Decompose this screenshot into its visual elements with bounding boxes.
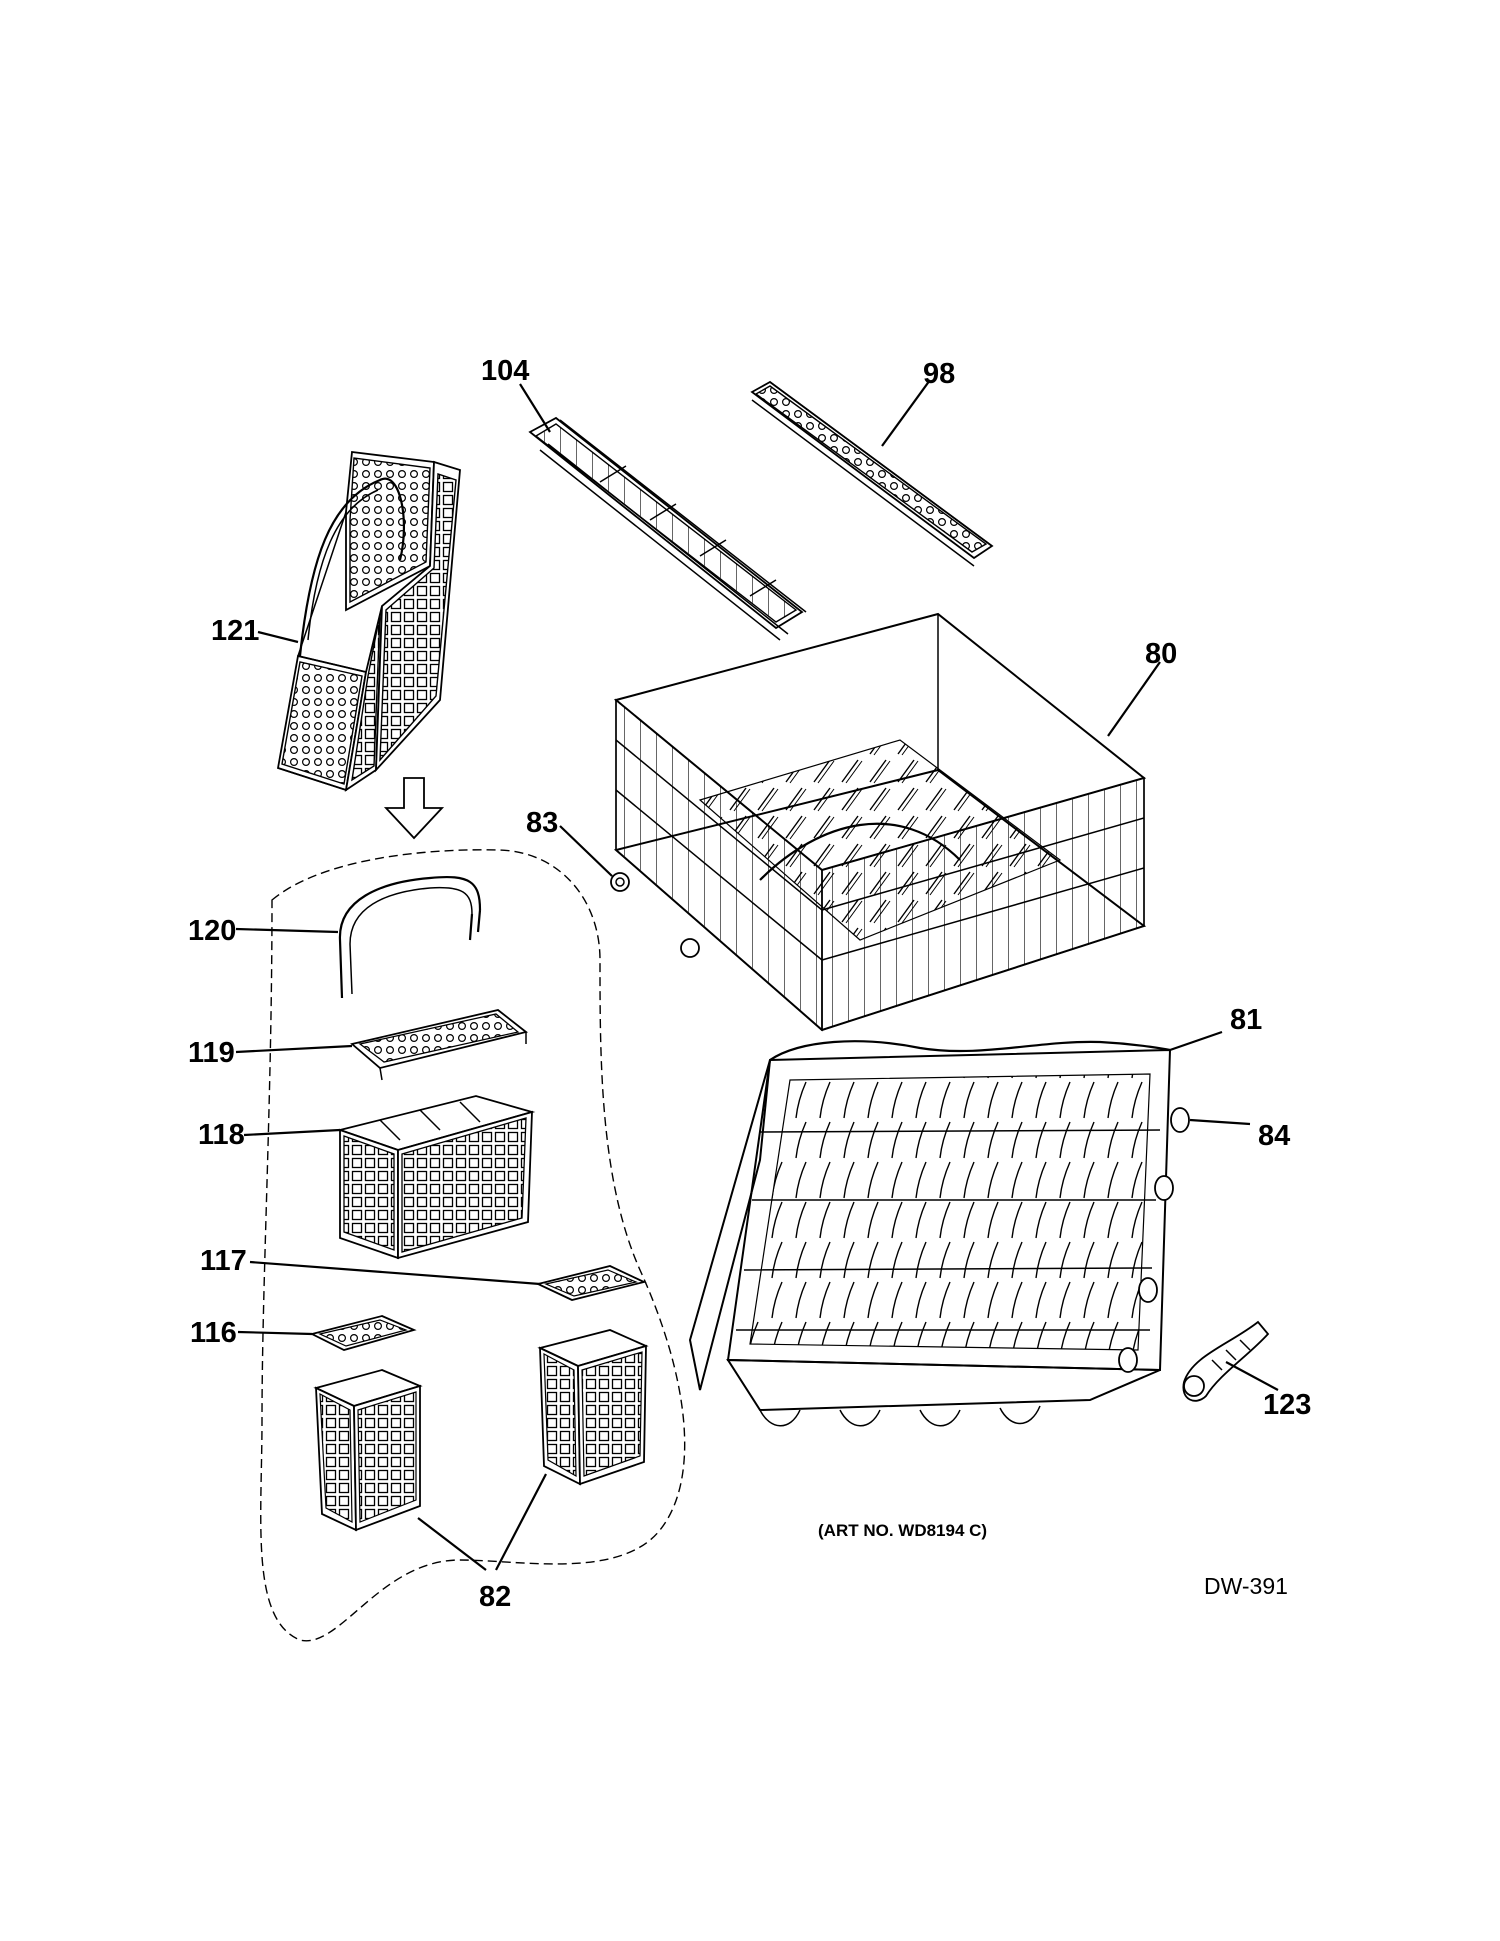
arrow-down-icon xyxy=(383,777,445,840)
art-number: (ART NO. WD8194 C) xyxy=(818,1521,987,1540)
leader-84 xyxy=(1189,1118,1251,1126)
callout-104: 104 xyxy=(481,355,529,387)
leader-118 xyxy=(243,1128,341,1137)
document-code: DW-391 xyxy=(1204,1573,1288,1599)
small-basket-part-82-left xyxy=(313,1369,423,1532)
leader-98 xyxy=(881,379,931,447)
leader-82-right xyxy=(495,1473,547,1571)
basket-cover-part-119 xyxy=(350,1009,529,1081)
callout-118: 118 xyxy=(198,1119,245,1151)
callout-84: 84 xyxy=(1258,1120,1290,1152)
callout-120: 120 xyxy=(188,915,236,947)
callout-119: 119 xyxy=(188,1037,235,1069)
cup-shelf-part-104 xyxy=(528,416,807,641)
callout-123: 123 xyxy=(1263,1389,1311,1421)
leader-119 xyxy=(235,1044,353,1054)
leader-121 xyxy=(257,630,299,644)
leader-123 xyxy=(1225,1361,1279,1391)
leader-104 xyxy=(519,383,551,433)
callout-83: 83 xyxy=(526,807,558,839)
small-cover-part-116 xyxy=(309,1315,417,1351)
leader-116 xyxy=(237,1330,313,1336)
callout-81: 81 xyxy=(1230,1004,1262,1036)
component-group-outline xyxy=(260,849,686,1642)
small-cover-part-117 xyxy=(535,1265,647,1301)
rack-wheel-part-83 xyxy=(610,872,700,958)
callout-82: 82 xyxy=(479,1581,511,1613)
rack-clip-part-123 xyxy=(1182,1320,1270,1402)
callout-121: 121 xyxy=(211,615,259,647)
tine-row-part-98 xyxy=(750,380,994,567)
leader-81 xyxy=(1169,1030,1223,1052)
callout-80: 80 xyxy=(1145,638,1177,670)
silverware-basket-part-121 xyxy=(276,450,461,792)
leader-82-left xyxy=(417,1517,487,1571)
leader-83 xyxy=(559,825,613,877)
callout-98: 98 xyxy=(923,358,955,390)
upper-rack-part-80 xyxy=(613,612,1147,1032)
callout-116: 116 xyxy=(190,1317,237,1349)
leader-120 xyxy=(235,927,339,934)
leader-117 xyxy=(249,1260,541,1286)
basket-body-part-118 xyxy=(336,1095,536,1260)
small-basket-part-82-right xyxy=(537,1329,649,1486)
callout-117: 117 xyxy=(200,1245,247,1277)
basket-handle-part-120 xyxy=(338,876,482,999)
rack-wheel-part-84 xyxy=(1118,1107,1190,1373)
leader-80 xyxy=(1107,661,1161,737)
lower-rack-part-81 xyxy=(688,1040,1172,1427)
